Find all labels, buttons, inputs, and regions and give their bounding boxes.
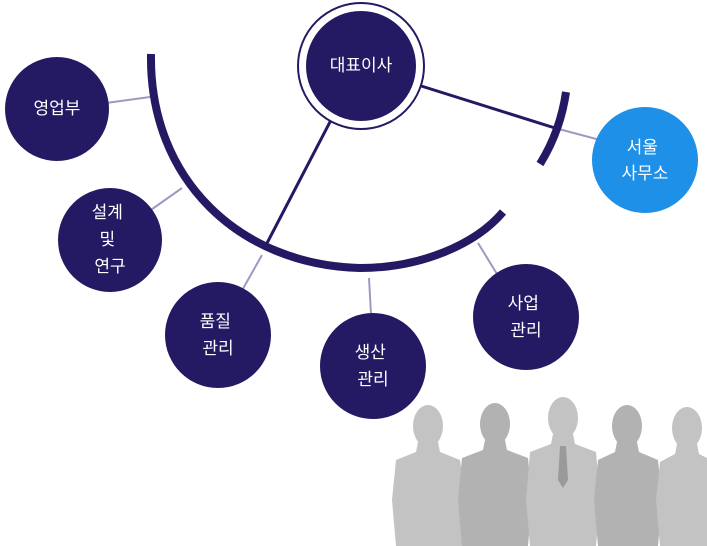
department-line: 관리 bbox=[510, 321, 541, 341]
department-label: 사업 관리 bbox=[508, 294, 545, 341]
seoul-office-circle bbox=[592, 107, 698, 213]
ceo-node-line: 대표이사 bbox=[330, 56, 393, 76]
ceo-to-arc-line bbox=[263, 119, 333, 248]
department-line: 사업 bbox=[508, 294, 539, 314]
ceo-node-label: 대표이사 bbox=[330, 56, 393, 76]
department-node-production: 생산 관리 bbox=[320, 313, 426, 419]
connector-business bbox=[477, 242, 498, 275]
person-silhouette bbox=[458, 403, 532, 546]
seoul-office-line: 사무소 bbox=[622, 164, 669, 184]
ceo-to-seoul-line bbox=[417, 83, 556, 130]
people-silhouettes bbox=[392, 397, 707, 546]
connector-production bbox=[368, 277, 372, 315]
department-line: 설계 bbox=[92, 203, 123, 223]
department-circle bbox=[165, 282, 271, 388]
department-label: 영업부 bbox=[34, 99, 81, 119]
department-label: 생산 관리 bbox=[355, 343, 392, 390]
department-line: 생산 bbox=[355, 343, 387, 363]
department-circle bbox=[320, 313, 426, 419]
seoul-office-bracket bbox=[536, 91, 570, 167]
person-silhouette bbox=[594, 405, 662, 546]
department-node-quality: 품질 관리 bbox=[165, 282, 271, 388]
seoul-office-line: 서울 bbox=[627, 138, 658, 158]
connector-design-rnd bbox=[147, 187, 183, 213]
department-circle bbox=[5, 57, 109, 161]
department-node-sales: 영업부 bbox=[5, 57, 109, 161]
ceo-node: 대표이사 bbox=[297, 2, 425, 130]
department-circle bbox=[58, 188, 162, 292]
person-silhouette bbox=[392, 405, 466, 546]
department-label: 설계 및 연구 bbox=[92, 203, 129, 277]
department-node-business: 사업 관리 bbox=[473, 264, 579, 370]
person-silhouette bbox=[656, 407, 707, 546]
department-label: 품질 관리 bbox=[200, 312, 237, 359]
department-line: 및 bbox=[99, 230, 115, 250]
seoul-office-label: 서울 사무소 bbox=[622, 138, 669, 184]
department-line: 관리 bbox=[202, 339, 233, 359]
organization-arc bbox=[146, 53, 507, 273]
department-line: 품질 bbox=[200, 312, 231, 332]
department-circle bbox=[473, 264, 579, 370]
department-line: 영업부 bbox=[34, 99, 81, 119]
ceo-node-circle bbox=[306, 11, 416, 121]
department-line: 연구 bbox=[94, 257, 125, 277]
department-line: 관리 bbox=[357, 370, 388, 390]
connector-sales bbox=[105, 96, 151, 104]
person-silhouette bbox=[526, 397, 600, 546]
connector-quality bbox=[239, 254, 263, 295]
connectors bbox=[105, 96, 601, 315]
seoul-office-node: 서울 사무소 bbox=[592, 107, 698, 213]
department-node-design-rnd: 설계 및 연구 bbox=[58, 188, 162, 292]
connector-seoul-office bbox=[554, 127, 601, 141]
